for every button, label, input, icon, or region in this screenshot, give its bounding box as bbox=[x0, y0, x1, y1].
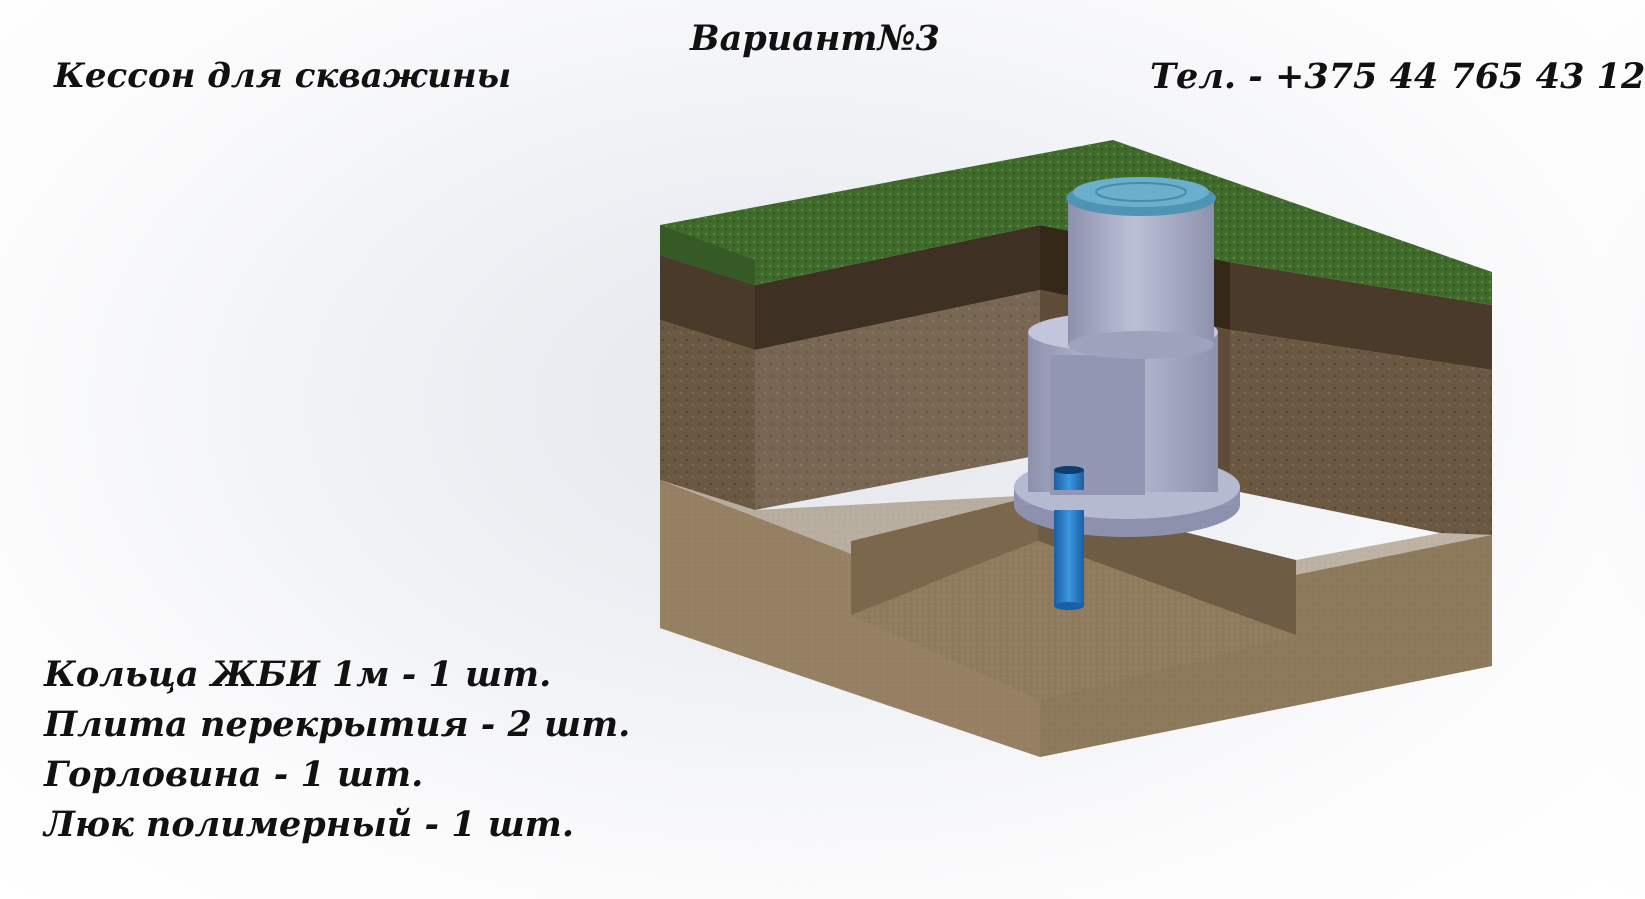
soil-layer-left bbox=[660, 320, 755, 510]
neck-body bbox=[1068, 195, 1214, 345]
sand-shelf bbox=[660, 480, 1492, 757]
parts-list-item: Плита перекрытия - 2 шт. bbox=[44, 704, 631, 745]
variant-title: Вариант№3 bbox=[690, 18, 940, 59]
grass-edge-left bbox=[660, 225, 755, 285]
well-pipe-lower bbox=[1054, 510, 1084, 606]
topsoil-layer-right bbox=[1230, 262, 1492, 370]
well-pipe-top bbox=[1054, 466, 1084, 474]
topsoil-wall-left bbox=[755, 225, 1040, 350]
parts-list-item: Люк полимерный - 1 шт. bbox=[44, 804, 575, 845]
parts-list-item: Кольца ЖБИ 1м - 1 шт. bbox=[44, 654, 552, 695]
topsoil-layer-left bbox=[660, 255, 755, 350]
caisson-cross-section-diagram bbox=[660, 140, 1492, 757]
pit-back-wall-left bbox=[851, 495, 1038, 615]
pit-floor bbox=[851, 541, 1296, 700]
well-pipe-lower-end bbox=[1054, 602, 1084, 610]
phone-number: Тел. - +375 44 765 43 12 bbox=[1150, 56, 1645, 97]
soil-wall-left bbox=[755, 290, 1040, 510]
neck-bottom-rim bbox=[1068, 331, 1214, 359]
page-title: Кессон для скважины bbox=[54, 56, 512, 96]
soil-layer-right bbox=[1230, 330, 1492, 535]
hatch-lid-pattern bbox=[1095, 182, 1187, 202]
parts-list: Кольца ЖБИ 1м - 1 шт. Плита перекрытия -… bbox=[44, 650, 630, 850]
parts-list-item: Горловина - 1 шт. bbox=[44, 754, 424, 795]
well-pipe-upper bbox=[1054, 470, 1084, 490]
hatch-lid bbox=[1073, 177, 1209, 207]
